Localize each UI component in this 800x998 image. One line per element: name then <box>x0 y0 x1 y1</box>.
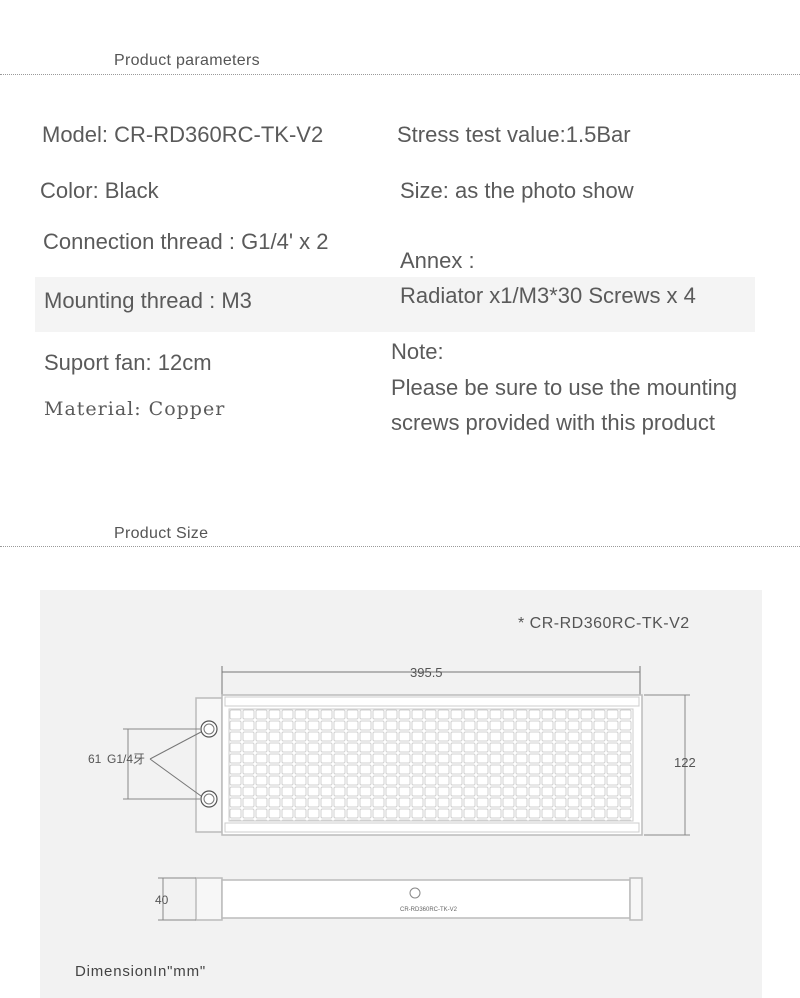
section-divider <box>0 74 800 75</box>
annex-label: Annex : <box>400 248 475 273</box>
port-circle-top <box>200 720 218 738</box>
unit-note: DimensionIn"mm" <box>75 963 206 980</box>
stress-test-param: Stress test value:1.5Bar <box>397 122 631 147</box>
model-param: Model: CR-RD360RC-TK-V2 <box>42 122 324 147</box>
thread-label: G1/4牙 <box>107 752 145 766</box>
support-fan-param: Suport fan: 12cm <box>44 350 212 375</box>
connection-thread-param: Connection thread : G1/4' x 2 <box>43 229 329 254</box>
radiator-side-end <box>195 877 223 921</box>
thickness-value: 40 <box>155 893 169 907</box>
port-spacing-value: 61 <box>88 752 102 766</box>
radiator-side-view <box>221 879 631 919</box>
radiator-fins <box>228 708 634 822</box>
length-value: 395.5 <box>410 665 443 680</box>
port-circle-bottom <box>200 790 218 808</box>
note-line-1: Please be sure to use the mounting <box>391 375 738 400</box>
radiator-end-tank <box>195 697 223 833</box>
section-title-size: Product Size <box>114 525 209 542</box>
note-line-2: screws provided with this product <box>391 410 716 435</box>
mounting-thread-param: Mounting thread : M3 <box>44 288 252 313</box>
size-param: Size: as the photo show <box>400 178 634 203</box>
highlight-band <box>35 277 755 332</box>
material-param: Material: Copper <box>44 398 226 420</box>
height-value: 122 <box>674 755 696 770</box>
model-label: * CR-RD360RC-TK-V2 <box>518 615 690 632</box>
note-label: Note: <box>391 339 444 364</box>
section-title-parameters: Product parameters <box>114 52 260 69</box>
brand-logo-icon <box>409 887 421 899</box>
side-model-text: CR-RD360RC-TK-V2 <box>400 907 458 913</box>
annex-value: Radiator x1/M3*30 Screws x 4 <box>400 283 696 308</box>
color-param: Color: Black <box>40 178 159 203</box>
section-divider <box>0 546 800 547</box>
